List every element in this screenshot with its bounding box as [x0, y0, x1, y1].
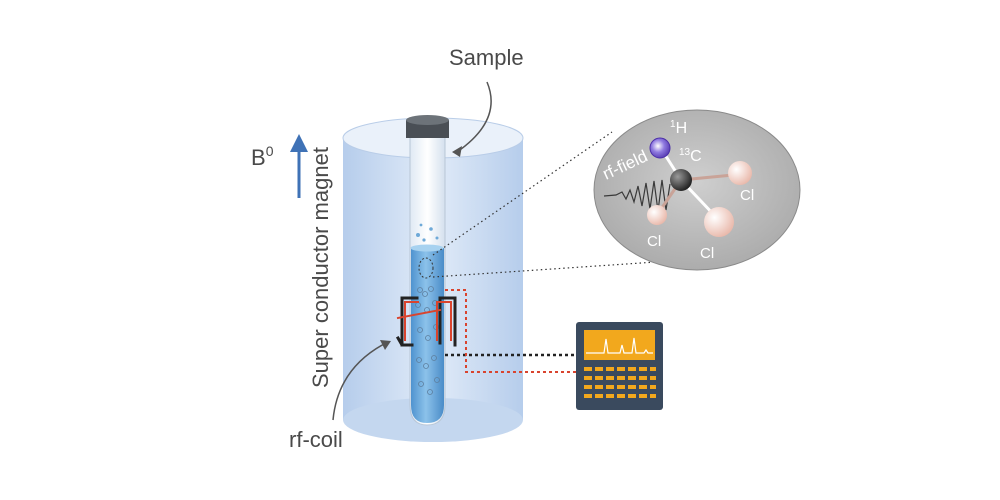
b0-label: B0	[251, 143, 274, 170]
rf-coil-arrow	[332, 340, 391, 421]
sample-label: Sample	[449, 45, 524, 70]
sample-arrow	[452, 81, 492, 157]
hydrogen-label: 1H	[670, 119, 687, 137]
spectrometer-console	[576, 322, 663, 410]
zoom-lines	[432, 131, 657, 278]
chlorine-label-2: Cl	[647, 233, 661, 250]
console-screen	[584, 330, 655, 360]
rf-coil-label: rf-coil	[289, 427, 343, 452]
chlorine-label-1: Cl	[740, 187, 754, 204]
signal-cables	[445, 289, 578, 373]
magnet-label: Super conductor magnet	[308, 147, 333, 388]
rf-coil	[395, 296, 457, 347]
carbon-label: 13C	[679, 147, 702, 165]
chlorine-label-3: Cl	[700, 245, 714, 262]
test-tube	[406, 115, 449, 426]
spectrum-trace	[586, 337, 653, 354]
molecule-view: 1H 13C rf-field Cl Cl Cl	[593, 109, 801, 271]
rf-field-wave	[603, 179, 671, 212]
console-keypad	[584, 367, 656, 398]
